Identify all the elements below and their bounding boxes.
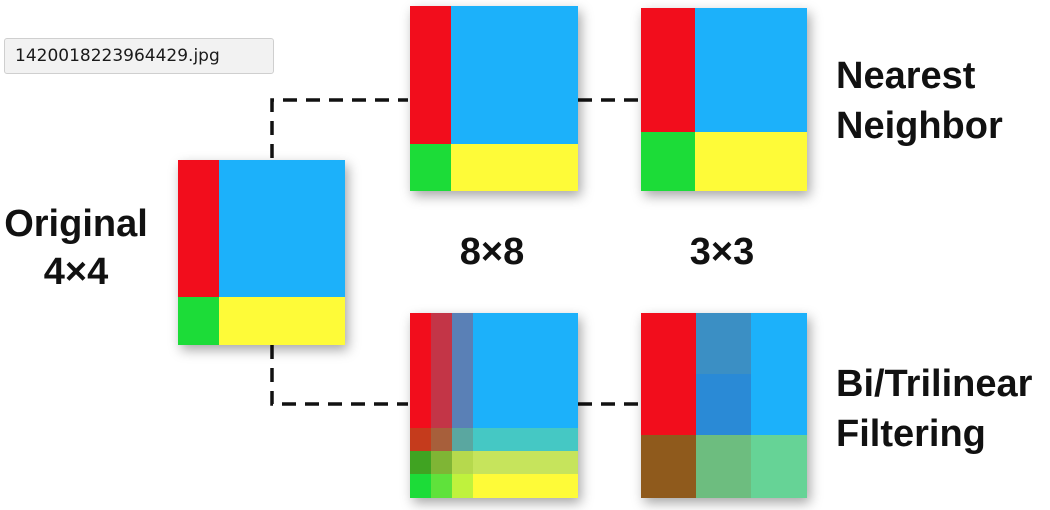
original-4x4-texture [178, 160, 345, 345]
nearest-3x3-texture [641, 8, 807, 191]
bilinear-8x8-texture [410, 313, 578, 498]
filename-tag: 1420018223964429.jpg [4, 38, 274, 74]
label-original-line2: 4×4 [44, 251, 108, 293]
label-nearest-line2: Neighbor [836, 105, 1003, 147]
label-bilinear-line1: Bi/Trilinear [836, 363, 1033, 405]
connector-original-to-nearest [270, 98, 408, 158]
label-size-8x8: 8×8 [460, 231, 524, 273]
label-size-3x3: 3×3 [690, 231, 754, 273]
label-original-line1: Original [4, 203, 148, 245]
connector-original-to-bilinear [270, 345, 408, 406]
label-nearest-line1: Nearest [836, 55, 976, 97]
connector-lines [270, 98, 640, 406]
bilinear-3x3-texture [641, 313, 807, 498]
label-bilinear-line2: Filtering [836, 413, 986, 455]
nearest-8x8-texture [410, 6, 578, 191]
